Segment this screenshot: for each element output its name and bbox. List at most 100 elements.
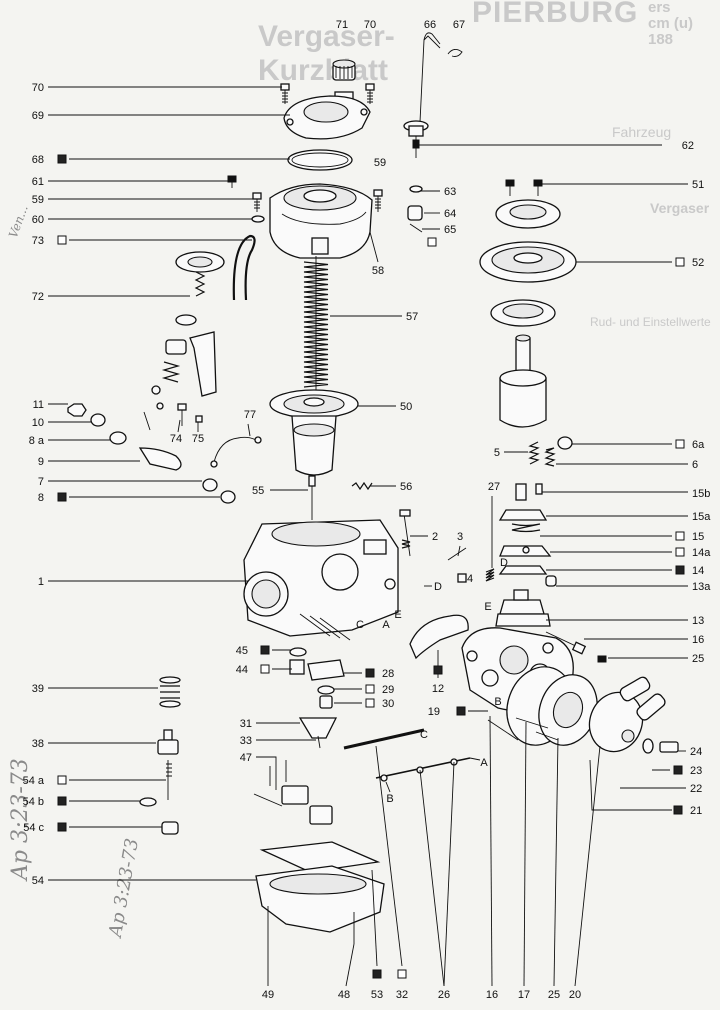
- leader-74: [177, 419, 181, 433]
- part-70-screws: [280, 83, 375, 104]
- label-20: 20: [569, 989, 581, 1001]
- label-22: 22: [690, 783, 702, 795]
- part-54c: [161, 821, 179, 835]
- filled-square-marker-28: [365, 668, 375, 678]
- leader-48: [345, 943, 355, 987]
- leader-26b: [443, 761, 455, 987]
- part-56-spring: [351, 481, 373, 491]
- part-59-screws: [252, 189, 383, 212]
- part-72-assembly: [143, 251, 225, 431]
- label-64: 64: [444, 208, 456, 220]
- label-24: 24: [690, 746, 702, 758]
- label-55: 55: [252, 485, 264, 497]
- label-61: 61: [32, 176, 44, 188]
- label-31: 31: [240, 718, 252, 730]
- label-60: 60: [32, 214, 44, 226]
- part-17-screws: [515, 717, 559, 741]
- open-square-marker-65: [427, 237, 437, 247]
- open-square-marker-15: [675, 531, 685, 541]
- ghost-brand: PIERBURG: [472, 0, 639, 29]
- open-square-marker-54a: [57, 775, 67, 785]
- label-50: 50: [400, 401, 412, 413]
- label-15a: 15a: [692, 511, 711, 523]
- part-15-stack: [495, 483, 557, 627]
- open-square-marker-30: [365, 698, 375, 708]
- label-77: 77: [244, 409, 256, 421]
- part-24-bolt: [659, 741, 679, 753]
- leader-B2: [385, 781, 391, 793]
- part-lower-disc: [490, 299, 556, 327]
- label-67: 67: [453, 19, 465, 31]
- label-A2: A: [480, 757, 488, 769]
- label-38: 38: [32, 738, 44, 750]
- label-2: 2: [432, 531, 438, 543]
- label-23: 23: [690, 765, 702, 777]
- filled-square-marker-54b: [57, 796, 67, 806]
- part-10-washer: [90, 413, 106, 427]
- label-68: 68: [32, 154, 44, 166]
- label-C2: C: [420, 729, 428, 741]
- part-52-diaphragm: [479, 241, 577, 283]
- leader-47: [256, 756, 277, 790]
- label-13: 13: [692, 615, 704, 627]
- part-2-screw: [403, 513, 411, 557]
- label-1: 1: [38, 576, 44, 588]
- label-65: 65: [444, 224, 456, 236]
- reference-markers: [57, 154, 685, 979]
- leader-25b: [553, 737, 559, 987]
- label-27: 27: [488, 481, 500, 493]
- label-26: 26: [438, 989, 450, 1001]
- label-75: 75: [192, 433, 204, 445]
- part-57-spring: [303, 256, 329, 392]
- label-D2: D: [500, 557, 508, 569]
- part-61-screw: [227, 175, 237, 188]
- leader-58: [369, 231, 379, 263]
- leader-21: [589, 759, 672, 811]
- label-15b: 15b: [692, 488, 710, 500]
- label-8a: 8 a: [29, 435, 45, 447]
- part-44: [289, 659, 305, 675]
- leader-26: [419, 769, 445, 987]
- part-45-seal: [289, 647, 307, 657]
- filled-square-marker-14: [675, 565, 685, 575]
- label-47: 47: [240, 752, 252, 764]
- part-cap-disc: [495, 199, 561, 229]
- filled-square-marker-12: [433, 665, 443, 675]
- label-28: 28: [382, 668, 394, 680]
- open-square-marker-52: [675, 257, 685, 267]
- leader-77: [247, 423, 251, 437]
- label-8: 8: [38, 492, 44, 504]
- leader-53: [371, 869, 378, 967]
- part-60-washer: [251, 215, 265, 223]
- part-47-group: [253, 760, 333, 825]
- leader-20: [574, 745, 601, 987]
- label-51: 51: [692, 179, 704, 191]
- label-48: 48: [338, 989, 350, 1001]
- label-59a: 59: [374, 157, 386, 169]
- open-square-marker-73: [57, 235, 67, 245]
- filled-square-marker-68: [57, 154, 67, 164]
- label-70a: 70: [364, 19, 376, 31]
- filled-square-marker-19: [456, 706, 466, 716]
- label-33: 33: [240, 735, 252, 747]
- label-53: 53: [371, 989, 383, 1001]
- part-38: [163, 729, 173, 741]
- part-31: [298, 717, 338, 739]
- leader-32: [375, 745, 403, 967]
- part-77-wire: [213, 436, 257, 463]
- label-63: 63: [444, 186, 456, 198]
- ghost-code: ers cm (u) 188: [648, 0, 693, 48]
- label-54a: 54 a: [23, 775, 45, 787]
- part-1-body: [243, 519, 399, 641]
- label-74: 74: [170, 433, 182, 445]
- label-6a: 6a: [692, 439, 705, 451]
- part-rod-C: [343, 728, 425, 750]
- part-65-pin: [409, 223, 423, 233]
- ghost-rund: Rud- und Einstellwerte: [590, 315, 711, 329]
- label-B2: B: [386, 793, 393, 805]
- open-square-marker-44: [260, 664, 270, 674]
- label-4: 4: [467, 573, 473, 585]
